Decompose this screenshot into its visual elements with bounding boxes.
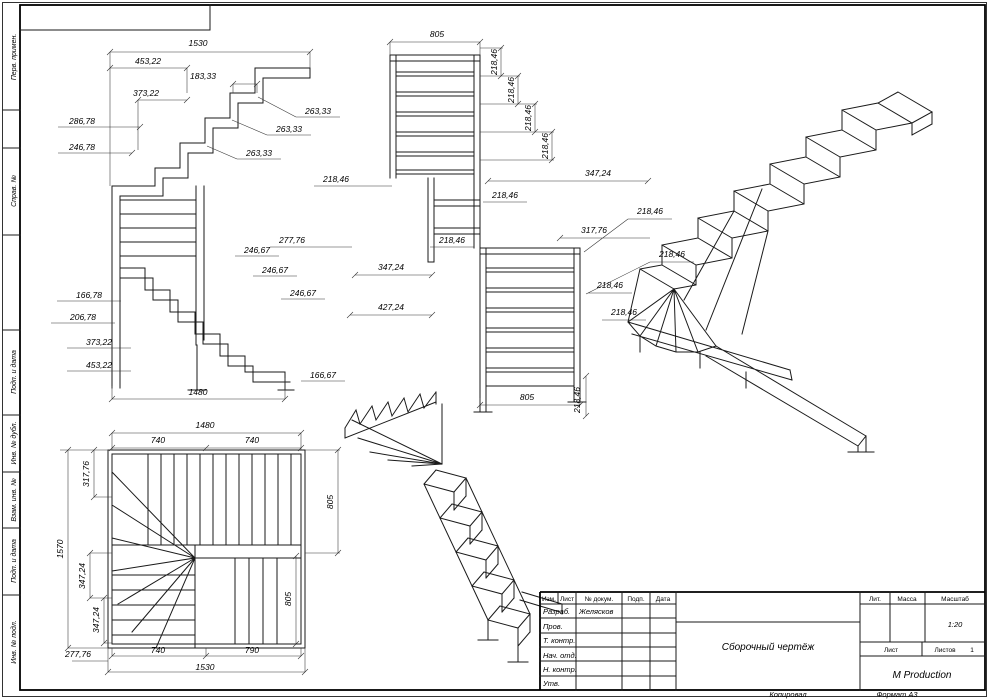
title-block: Изм. Лист № докум. Подп. Дата Разраб. Же… (539, 591, 986, 691)
dim-label: 740 (151, 435, 165, 445)
dim-label: 740 (245, 435, 259, 445)
dim-label: 805 (430, 29, 444, 39)
dim-label: 427,24 (378, 302, 404, 312)
title-block-row-label: Нач. отд. (543, 651, 577, 660)
margin-column: Перв. примен. Справ. № Подп. и дата Инв.… (10, 34, 18, 664)
dim-label: 805 (520, 392, 534, 402)
footer-copied-label: Копировал (769, 690, 807, 699)
dim-label: 740 (151, 645, 165, 655)
plan-view: 1480 740 740 317,76 1570 347,24 347,24 8… (55, 420, 342, 676)
isometric-view-small (344, 391, 563, 663)
margin-label: Перв. примен. (11, 34, 18, 81)
dim-label: 1480 (196, 420, 215, 430)
margin-label: Подп. и дата (10, 539, 18, 583)
dim-label: 347,24 (77, 563, 87, 589)
dim-label: 453,22 (86, 360, 112, 370)
title-block-row-label: Утв. (542, 679, 560, 688)
sheets-value: 1 (970, 647, 974, 654)
dim-label: 1530 (196, 662, 215, 672)
title-block-row-label: Н. контр. (543, 665, 577, 674)
dim-label: 218,46 (658, 249, 685, 259)
margin-label: Инв. № дубл. (10, 421, 18, 464)
dim-label: 218,46 (491, 190, 518, 200)
dim-label: 218,46 (636, 206, 663, 216)
title-block-row-value: Желясков (578, 607, 613, 616)
dim-label: 246,78 (68, 142, 95, 152)
dim-label: 218,46 (489, 49, 499, 76)
dim-label: 347,24 (378, 262, 404, 272)
dim-label: 286,78 (68, 116, 95, 126)
dim-label: 373,22 (86, 337, 112, 347)
title-block-row-label: Разраб. (543, 607, 570, 616)
dim-label: 218,46 (572, 387, 582, 414)
document-title: Сборочный чертёж (722, 641, 816, 653)
sheets-label: Листов (934, 647, 956, 654)
title-block-row-label: Пров. (543, 622, 563, 631)
dim-label: 246,67 (289, 288, 316, 298)
dim-label: 206,78 (69, 312, 96, 322)
scale-header: Масштаб (941, 595, 969, 603)
isometric-view-large (627, 91, 934, 453)
mass-header: Масса (897, 596, 917, 603)
dim-label: 790 (245, 645, 259, 655)
dim-label: 317,76 (81, 461, 91, 487)
title-block-header: Подп. (627, 596, 644, 603)
margin-label: Взам. инв. № (11, 478, 18, 522)
dim-label: 246,67 (243, 245, 270, 255)
dim-label: 218,46 (523, 105, 533, 132)
front-elevation-view: 1530 453,22 183,33 373,22 286,78 246,78 … (51, 38, 345, 403)
dim-label: 1570 (55, 539, 65, 558)
lit-header: Лит. (869, 596, 881, 603)
title-block-header: Дата (656, 596, 671, 603)
sheet-footer: Копировал Формат А3 (769, 690, 918, 699)
dim-label: 263,33 (304, 106, 331, 116)
dim-label: 277,76 (278, 235, 305, 245)
title-block-header: Изм. (542, 596, 556, 603)
title-block-header: Лист (560, 596, 574, 603)
dim-label: 373,22 (133, 88, 159, 98)
dim-label: 166,67 (310, 370, 336, 380)
margin-label: Подп. и дата (10, 350, 18, 394)
title-block-header: № докум. (585, 596, 614, 603)
dim-label: 277,76 (64, 649, 91, 659)
dim-label: 218,46 (596, 280, 623, 290)
dim-label: 347,24 (585, 168, 611, 178)
dim-label: 453,22 (135, 56, 161, 66)
dim-label: 218,46 (610, 307, 637, 317)
margin-label: Справ. № (11, 175, 18, 207)
footer-format-label: Формат А3 (876, 690, 918, 699)
company-name: М Production (893, 670, 952, 681)
dim-label: 263,33 (275, 124, 302, 134)
scale-value: 1:20 (948, 620, 963, 629)
dim-label: 218,46 (540, 133, 550, 160)
dim-label: 347,24 (91, 607, 101, 633)
sheet-label: Лист (884, 647, 898, 654)
dim-label: 218,46 (506, 77, 516, 104)
side-elevation-view: 805 218,46 218,46 218,46 218,46 347,24 2… (270, 29, 694, 420)
dim-label: 183,33 (190, 71, 216, 81)
dim-label: 1480 (189, 387, 208, 397)
margin-label: Инв. № подл. (10, 620, 18, 663)
dim-label: 805 (325, 495, 335, 509)
dim-label: 246,67 (261, 265, 288, 275)
title-block-row-label: Т. контр. (543, 636, 575, 645)
dim-label: 263,33 (245, 148, 272, 158)
dim-label: 805 (283, 592, 293, 606)
dim-label: 218,46 (322, 174, 349, 184)
dim-label: 218,46 (438, 235, 465, 245)
dim-label: 1530 (189, 38, 208, 48)
dim-label: 317,76 (581, 225, 607, 235)
dim-label: 166,78 (76, 290, 102, 300)
